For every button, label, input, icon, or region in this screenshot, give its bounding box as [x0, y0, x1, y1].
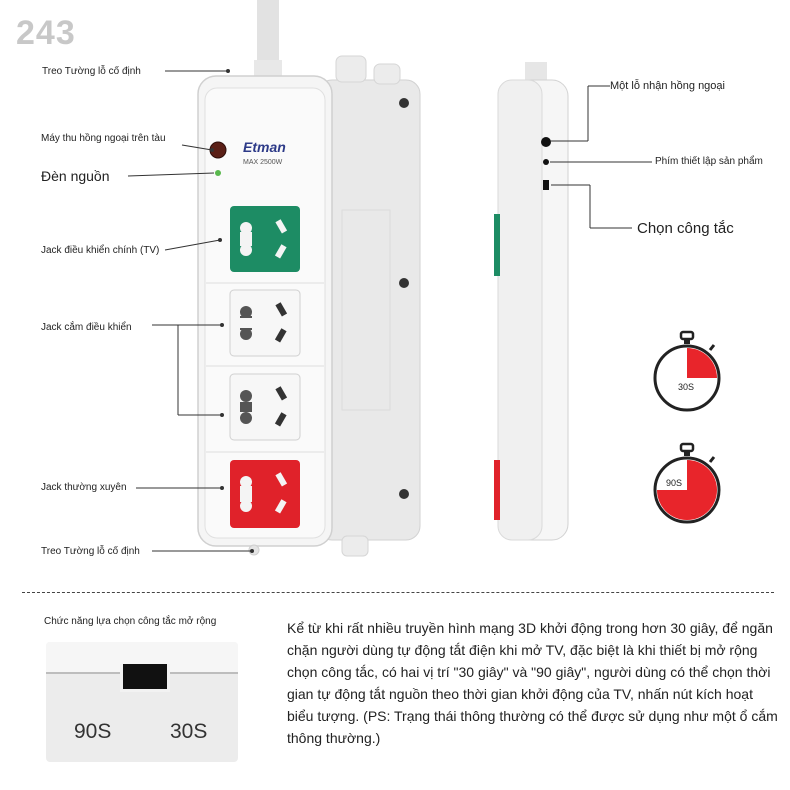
- label-switch-select: Chọn công tắc: [637, 220, 734, 237]
- label-power-light: Đèn nguồn: [41, 168, 110, 184]
- brand-name: Etman: [243, 139, 286, 155]
- side-cable-tab: [525, 62, 547, 80]
- back-plate: [317, 79, 421, 541]
- timer-30s-label: 30S: [678, 382, 694, 392]
- top-tab-2: [373, 63, 401, 85]
- switch-label-30s: 30S: [170, 720, 208, 743]
- selector-switch: [120, 664, 170, 692]
- brand-model: MAX 2500W: [243, 159, 283, 166]
- timer-90s-label: 90S: [666, 478, 682, 488]
- side-ir-hole: [541, 137, 551, 147]
- screw-3: [399, 489, 409, 499]
- side-green-edge: [494, 214, 500, 276]
- leader-main: [164, 239, 221, 251]
- power-strip-illustration: Etman MAX 2500W: [127, 0, 652, 557]
- top-tab-1: [335, 55, 367, 83]
- power-light-dot: [215, 170, 221, 176]
- leader-ir: [181, 144, 213, 151]
- timer-30s-fill: [687, 348, 717, 378]
- section-divider: [22, 592, 774, 593]
- timer-90s-icon: 90S: [653, 442, 721, 524]
- screw-2: [399, 278, 409, 288]
- watermark: 243: [16, 14, 76, 52]
- description-text: Kể từ khi rất nhiều truyền hình mạng 3D …: [287, 620, 778, 746]
- label-always-on-jack: Jack thường xuyên: [41, 482, 127, 493]
- label-wall-hole-top: Treo Tường lỗ cố định: [42, 66, 141, 77]
- switch-caption: Chức năng lựa chọn công tắc mở rộng: [44, 616, 217, 627]
- bottom-tab: [341, 535, 369, 557]
- screw-1: [399, 98, 409, 108]
- timer-90s-fill: [657, 460, 717, 520]
- label-controlled-jack: Jack cắm điều khiển: [41, 322, 132, 333]
- side-red-edge: [494, 460, 500, 520]
- back-label-area: [341, 209, 391, 411]
- side-setup-key: [543, 159, 549, 165]
- leader-light: [127, 172, 215, 177]
- label-wall-hole-bottom: Treo Tường lỗ cố định: [41, 546, 140, 557]
- label-ir-receiver: Máy thu hồng ngoại trên tàu: [41, 133, 166, 144]
- label-ir-hole: Một lỗ nhận hồng ngoại: [610, 80, 725, 92]
- side-switch: [543, 180, 549, 190]
- switch-closeup: 90S 30S: [46, 642, 238, 762]
- timer-30s-icon: 30S: [653, 330, 721, 412]
- switch-label-90s: 90S: [74, 720, 112, 743]
- label-setup-key: Phím thiết lập sản phẩm: [655, 156, 763, 167]
- label-main-jack: Jack điều khiển chính (TV): [41, 245, 160, 256]
